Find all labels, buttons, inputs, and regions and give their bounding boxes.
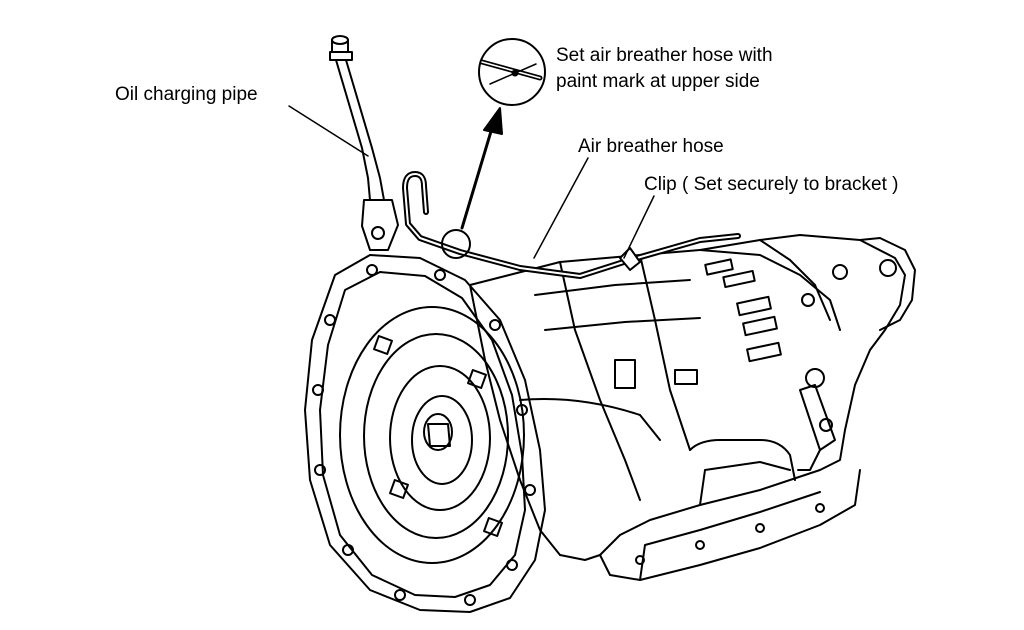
label-air-breather-hose: Air breather hose xyxy=(578,136,724,157)
oil-charging-pipe xyxy=(329,35,399,251)
label-set-hose-line1: Set air breather hose with xyxy=(556,45,773,66)
converter-housing xyxy=(304,254,546,613)
label-set-hose-line2: paint mark at upper side xyxy=(556,71,760,92)
transmission-case xyxy=(469,234,916,581)
paint-mark-detail xyxy=(441,38,546,259)
label-clip: Clip ( Set securely to bracket ) xyxy=(644,174,899,195)
leader-lines xyxy=(288,105,655,259)
torque-converter xyxy=(339,306,525,564)
label-oil-charging-pipe: Oil charging pipe xyxy=(115,84,258,105)
